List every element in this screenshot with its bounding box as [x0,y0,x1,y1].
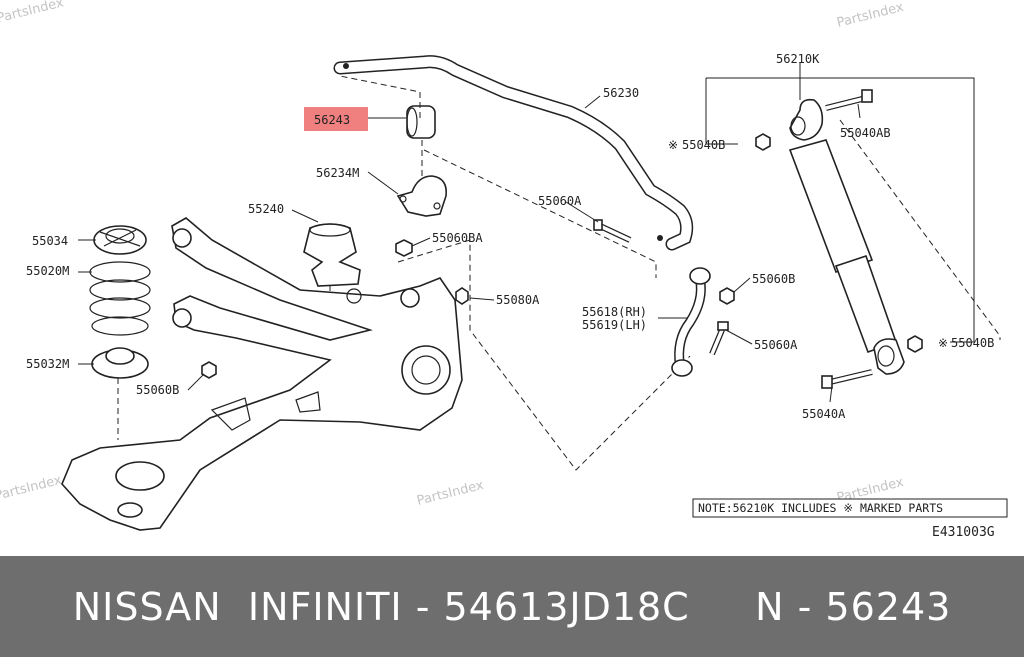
leader-55040A [829,385,833,403]
dashed-guide-link [423,149,657,278]
part-info-text: NISSAN INFINITI - 54613JD18C N - 56243 [72,584,952,629]
label-55060B-left: 55060B [136,383,179,397]
suspension-member-drawing [61,217,463,531]
connecting-rod-drawing [671,267,711,377]
bushing-56243-drawing [406,105,436,139]
label-55240: 55240 [248,202,284,216]
label-55619-lh: 55619(LH) [582,318,647,332]
bolt-55080A-drawing [455,287,469,305]
marker-55040B-top: ※ [668,138,678,152]
note-text: NOTE:56210K INCLUDES ※ MARKED PARTS [698,501,943,515]
coil-spring-55020M-drawing [89,261,151,336]
watermark-bottom-center: PartsIndex [415,478,485,509]
leader-55060A-right [725,329,753,345]
highlight-box-56243 [304,107,368,131]
dashed-guide-mount [397,239,691,471]
label-55040B-right: 55040B [951,336,994,350]
label-55618-rh: 55618(RH) [582,305,647,319]
label-55034: 55034 [32,234,68,248]
leader-55060B-left [187,373,205,391]
label-55040A: 55040A [802,407,846,421]
spring-seat-55032M-drawing [91,347,149,379]
leader-55060BA [411,237,431,247]
label-55020M: 55020M [26,264,69,278]
watermark-bottom-left: PartsIndex [0,473,63,504]
shock-absorber-56210K-drawing [755,89,923,389]
nut-55060B-left-drawing [201,361,217,379]
note-box [692,498,1008,518]
nut-55060BA-drawing [395,239,413,257]
watermark-top-left: PartsIndex [0,0,66,26]
clamp-56234M-drawing [396,175,448,217]
leader-55240 [291,209,319,223]
label-55060A-top: 55060A [538,194,582,208]
label-55060BA: 55060BA [432,231,483,245]
leader-55060B-right [733,277,751,293]
leader-56210K-bracket [706,77,975,343]
leader-55060A-top [565,201,599,223]
label-56210K: 56210K [776,52,820,66]
diagram-code: E431003G [932,525,995,540]
label-56243: 56243 [314,113,350,127]
leader-56230 [584,95,601,109]
leader-56210K-left [705,78,738,145]
dashed-guide-bushing [339,75,421,118]
label-55040AB: 55040AB [840,126,891,140]
watermark-top-right: PartsIndex [835,0,905,31]
label-56230: 56230 [603,86,639,100]
leader-56234M [367,171,399,195]
bolt-55060A-top-drawing [593,219,632,243]
spring-seat-55034-drawing [93,225,147,255]
leader-55080A [469,297,495,301]
bump-stopper-55240-drawing [303,223,361,287]
dashed-guide-shock [839,119,1001,340]
exploded-parts-diagram: PartsIndex PartsIndex PartsIndex PartsIn… [0,0,1008,540]
stabilizer-bar-drawing [333,55,694,251]
part-info-banner: NISSAN INFINITI - 54613JD18C N - 56243 [0,556,1024,657]
label-55060A-right: 55060A [754,338,798,352]
label-55032M: 55032M [26,357,69,371]
bolt-55060A-right-drawing [709,321,729,356]
label-55040B-top: 55040B [682,138,725,152]
nut-55060B-right-drawing [719,287,735,305]
label-55080A: 55080A [496,293,540,307]
marker-55040B-right: ※ [938,336,948,350]
label-55060B-right: 55060B [752,272,795,286]
label-56234M: 56234M [316,166,359,180]
leader-55040AB [857,103,861,119]
